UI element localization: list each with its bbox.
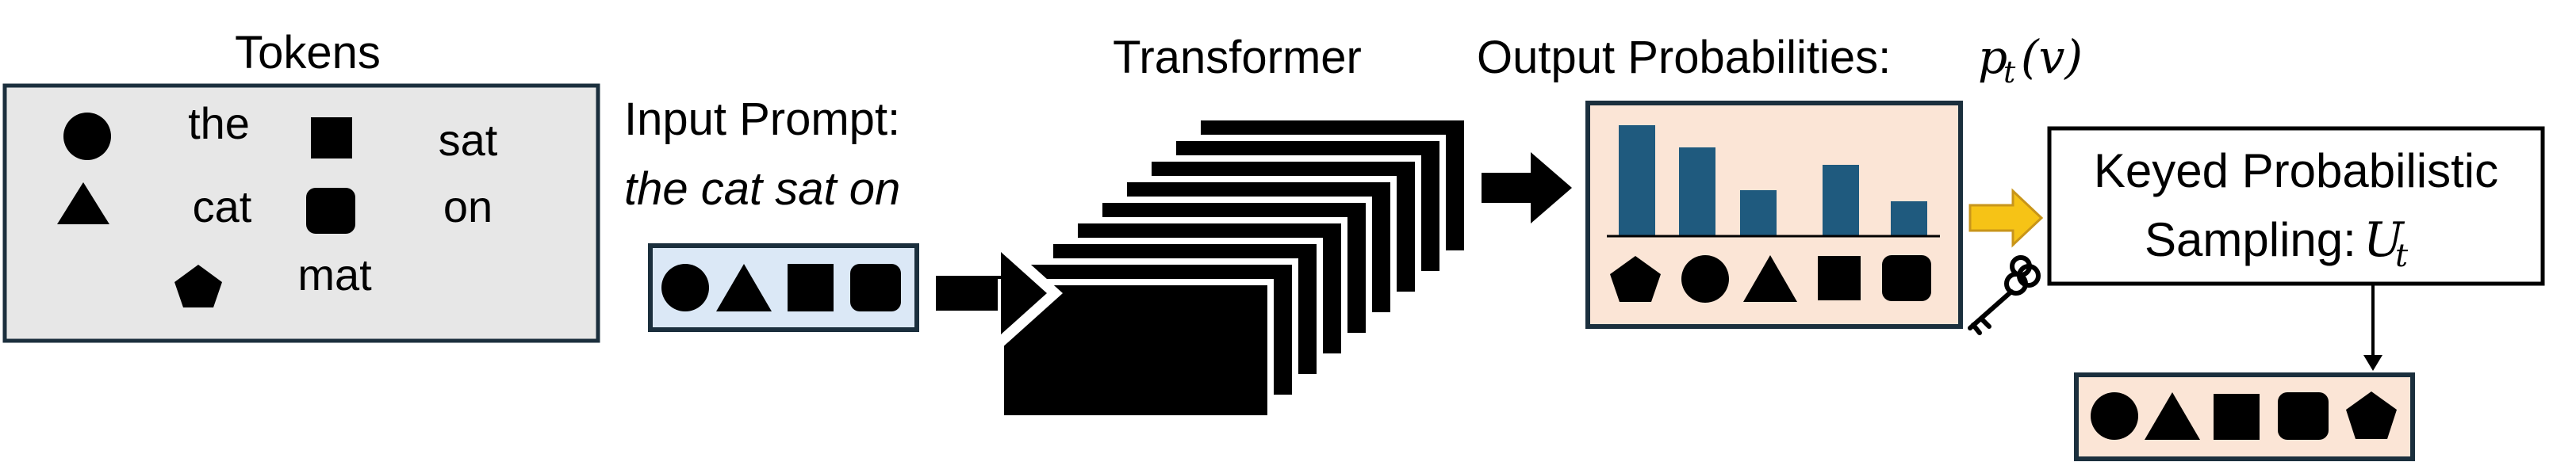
input-prompt-label: Input Prompt: [624, 94, 900, 145]
prob-bar-2 [1679, 147, 1715, 236]
triangle-icon [2145, 392, 2200, 440]
prob-bar-1 [1619, 125, 1655, 236]
sampling-math-sub: t [2395, 238, 2409, 274]
key-icon [1968, 255, 2041, 335]
token-word-the: the [188, 98, 250, 148]
prob-bar-3 [1740, 190, 1777, 236]
token-word-sat: sat [439, 115, 498, 165]
transformer-notch-inner [1001, 252, 1047, 334]
input-prompt-text: the cat sat on [624, 163, 900, 215]
prob-bar-4 [1823, 165, 1859, 236]
rounded-square-icon [2278, 392, 2329, 440]
yellow-arrow [1968, 188, 2044, 248]
triangle-icon [1743, 255, 1797, 302]
square-icon [311, 117, 352, 158]
pentagon-icon [2346, 391, 2397, 439]
rounded-square-icon [306, 188, 355, 234]
tokens-title: Tokens [235, 27, 381, 78]
triangle-icon [716, 264, 772, 311]
probability-bars [1619, 125, 1927, 236]
rounded-square-icon [1882, 255, 1931, 301]
sampling-down-arrowhead [2363, 355, 2382, 371]
circle-icon [63, 113, 111, 160]
prob-bar-5 [1891, 201, 1927, 236]
pentagon-icon [1610, 256, 1661, 302]
circle-icon [1681, 255, 1729, 303]
token-word-mat: mat [297, 250, 372, 300]
arrow-to-output [1482, 152, 1572, 223]
sampling-title-line2: Sampling: [2145, 213, 2356, 266]
pentagon-icon [174, 265, 222, 307]
triangle-icon [57, 182, 109, 224]
sampling-title-line1: Keyed Probabilistic [2094, 144, 2498, 197]
square-icon [2214, 394, 2260, 440]
square-icon [788, 264, 834, 311]
rounded-square-icon [850, 264, 901, 311]
transformer-label: Transformer [1113, 32, 1362, 83]
sampling-box [2047, 126, 2545, 286]
transformer-stack [998, 114, 1470, 422]
square-icon [1818, 256, 1861, 300]
circle-icon [661, 264, 709, 311]
output-math-sub: t [2003, 55, 2016, 90]
circle-icon [2091, 392, 2138, 440]
token-word-cat: cat [193, 181, 252, 231]
output-math-p: p [1978, 30, 2007, 84]
output-label: Output Probabilities: [1477, 32, 1891, 83]
output-math-arg: (v) [2021, 30, 2083, 84]
token-word-on: on [443, 181, 493, 231]
sampling-math-u: U [2363, 212, 2405, 268]
